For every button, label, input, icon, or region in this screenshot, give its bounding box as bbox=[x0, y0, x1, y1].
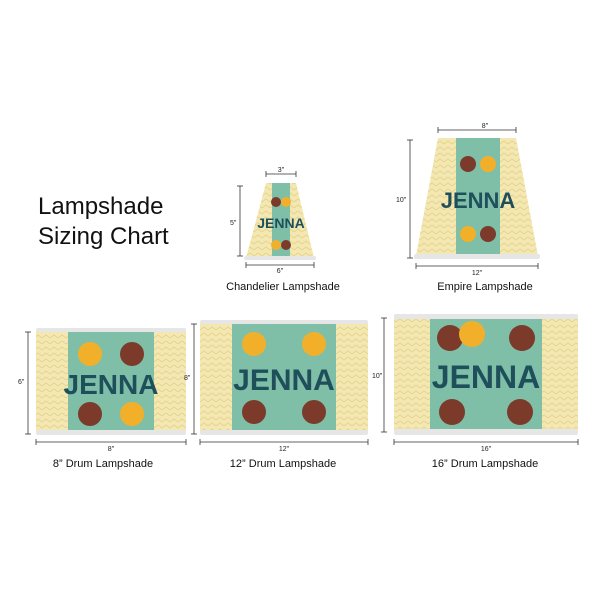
chart-title: Lampshade Sizing Chart bbox=[38, 192, 169, 252]
width-dimension-label: 8" bbox=[108, 446, 115, 453]
drum-12-lampshade: 8" JENNA 12" bbox=[184, 320, 369, 453]
chandelier-caption: Chandelier Lampshade bbox=[226, 281, 340, 293]
design-name: JENNA bbox=[441, 188, 516, 213]
title-line-2: Sizing Chart bbox=[38, 223, 169, 250]
chandelier-lampshade: 3" 5" JENNA 6" bbox=[230, 167, 316, 275]
width-dimension-label: 6" bbox=[277, 268, 284, 275]
height-dimension-label: 10" bbox=[396, 197, 407, 204]
design-name: JENNA bbox=[233, 364, 335, 397]
height-dimension-label: 10" bbox=[372, 373, 383, 380]
empire-caption: Empire Lampshade bbox=[437, 281, 533, 293]
drum-8-caption: 8” Drum Lampshade bbox=[52, 458, 154, 470]
design-name: JENNA bbox=[432, 359, 540, 395]
drum-12-caption: 12” Drum Lampshade bbox=[229, 458, 337, 470]
drum-16-caption: 16” Drum Lampshade bbox=[431, 458, 539, 470]
width-dimension-label: 16" bbox=[481, 446, 492, 453]
title-line-1: Lampshade bbox=[38, 193, 164, 220]
width-dimension-label: 12" bbox=[279, 446, 290, 453]
design-name: JENNA bbox=[257, 215, 304, 231]
top-dimension-label: 3" bbox=[278, 167, 285, 174]
height-dimension-label: 6" bbox=[18, 379, 25, 386]
design-name: JENNA bbox=[64, 369, 159, 400]
empire-lampshade: 8" 10" JENNA 12" bbox=[396, 123, 540, 277]
height-dimension-label: 8" bbox=[184, 375, 191, 382]
top-dimension-label: 8" bbox=[482, 123, 489, 130]
width-dimension-label: 12" bbox=[472, 270, 483, 277]
drum-8-lampshade: 6" JENNA 8" bbox=[18, 328, 187, 453]
height-dimension-label: 5" bbox=[230, 220, 237, 227]
drum-16-lampshade: 10" JENNA 16" bbox=[372, 314, 579, 453]
